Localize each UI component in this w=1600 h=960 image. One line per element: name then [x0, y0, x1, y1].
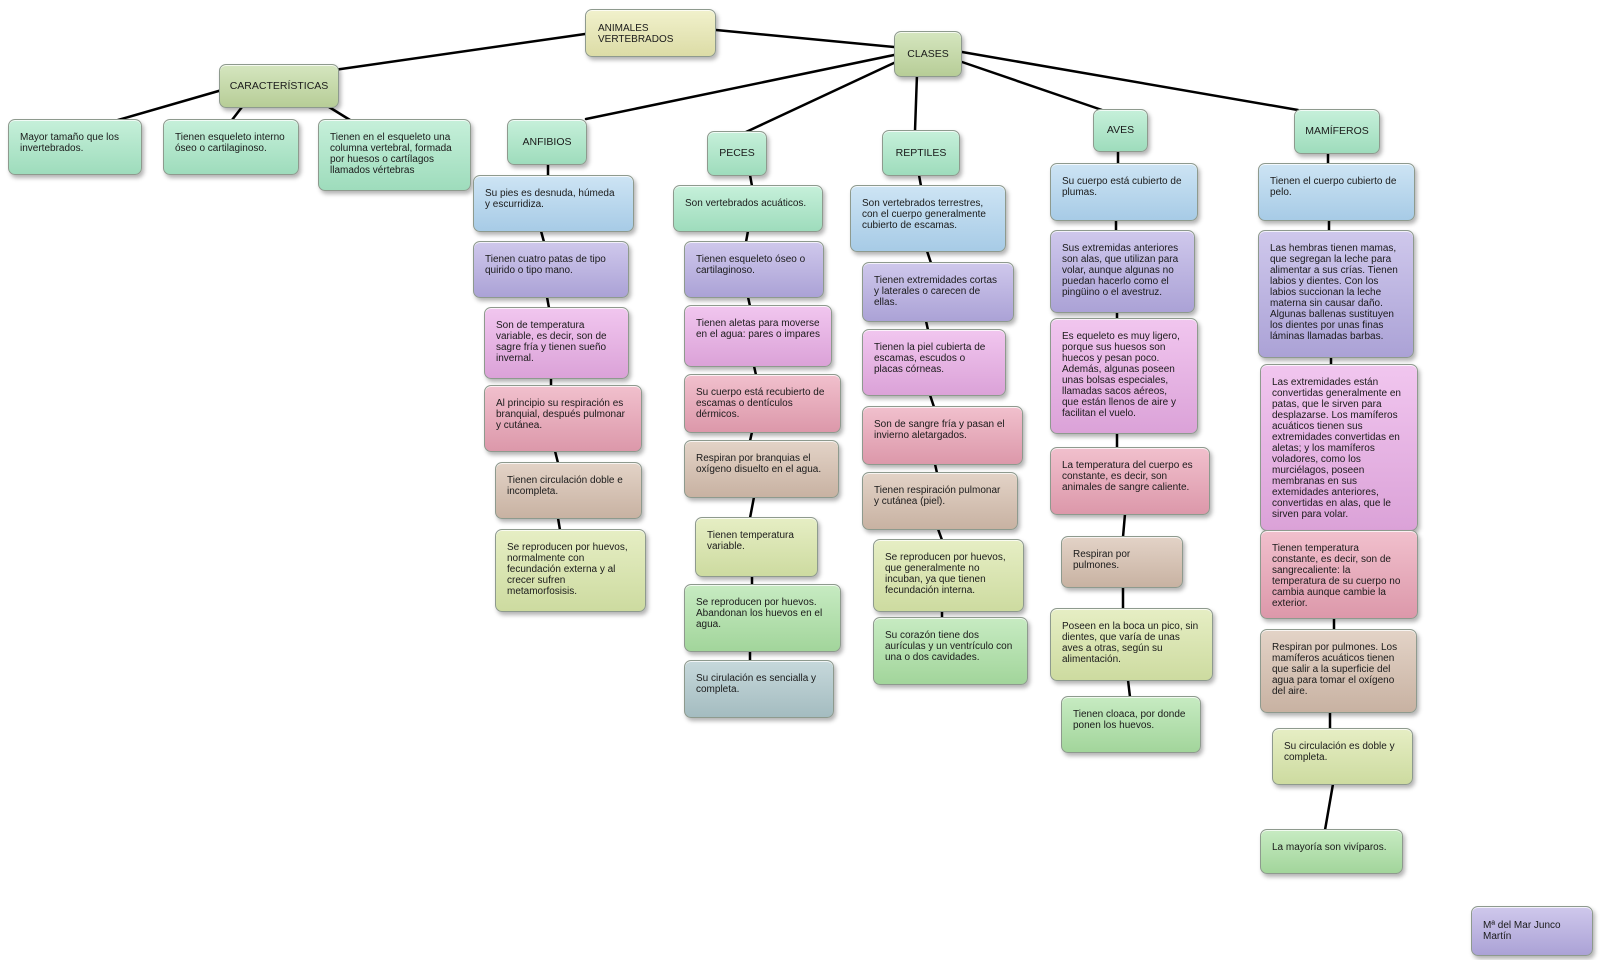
peces-item: Su cuerpo está recubierto de escamas o d…: [684, 374, 841, 433]
mamiferos-item: La mayoría son vivíparos.: [1260, 829, 1403, 874]
reptiles-node: REPTILES: [882, 130, 960, 176]
caracteristica-item: Tienen esqueleto interno óseo o cartilag…: [163, 119, 299, 175]
peces-item: Respiran por branquias el oxígeno disuel…: [684, 440, 839, 498]
clases-node: CLASES: [894, 31, 962, 77]
anfibios-item: Son de temperatura variable, es decir, s…: [484, 307, 629, 379]
author-label: Mª del Mar Junco Martín: [1471, 906, 1593, 956]
mamiferos-node: MAMÍFEROS: [1294, 109, 1380, 154]
peces-node: PECES: [707, 131, 767, 176]
peces-item: Son vertebrados acuáticos.: [673, 185, 823, 232]
root-node: ANIMALES VERTEBRADOS: [585, 9, 716, 57]
aves-item: Poseen en la boca un pico, sin dientes, …: [1050, 608, 1213, 681]
aves-item: Es equeleto es muy ligero, porque sus hu…: [1050, 318, 1198, 434]
caracteristica-item: Tienen en el esqueleto una columna verte…: [318, 119, 471, 191]
anfibios-item: Su pies es desnuda, húmeda y escurridiza…: [473, 175, 634, 232]
anfibios-item: Se reproducen por huevos, normalmente co…: [495, 529, 646, 612]
anfibios-item: Tienen circulación doble e incompleta.: [495, 462, 642, 519]
mamiferos-item: Las hembras tienen mamas, que segregan l…: [1258, 230, 1414, 358]
aves-item: Respiran por pulmones.: [1061, 536, 1183, 588]
reptiles-item: Son vertebrados terrestres, con el cuerp…: [850, 185, 1006, 252]
reptiles-item: Tienen respiración pulmonar y cutánea (p…: [862, 472, 1018, 530]
reptiles-item: Su corazón tiene dos aurículas y un vent…: [873, 617, 1028, 685]
anfibios-item: Al principio su respiración es branquial…: [484, 385, 642, 452]
reptiles-item: Son de sangre fría y pasan el invierno a…: [862, 406, 1023, 465]
reptiles-item: Se reproducen por huevos, que generalmen…: [873, 539, 1024, 612]
aves-item: Tienen cloaca, por donde ponen los huevo…: [1061, 696, 1201, 753]
reptiles-item: Tienen extremidades cortas y laterales o…: [862, 262, 1014, 322]
mamiferos-item: Las extremidades están convertidas gener…: [1260, 364, 1418, 531]
aves-node: AVES: [1093, 109, 1148, 152]
caracteristica-item: Mayor tamaño que los invertebrados.: [8, 119, 142, 175]
anfibios-item: Tienen cuatro patas de tipo quirido o ti…: [473, 241, 629, 298]
peces-item: Tienen aletas para moverse en el agua: p…: [684, 305, 832, 367]
mamiferos-item: Su circulación es doble y completa.: [1272, 728, 1413, 785]
peces-item: Su cirulación es sencialla y completa.: [684, 660, 834, 718]
caracteristicas-node: CARACTERÍSTICAS: [219, 64, 339, 108]
mamiferos-item: Tienen el cuerpo cubierto de pelo.: [1258, 163, 1415, 221]
peces-item: Se reproducen por huevos. Abandonan los …: [684, 584, 841, 652]
peces-item: Tienen esqueleto óseo o cartilaginoso.: [684, 241, 824, 298]
peces-item: Tienen temperatura variable.: [695, 517, 818, 577]
mamiferos-item: Respiran por pulmones. Los mamíferos acu…: [1260, 629, 1417, 713]
aves-item: Su cuerpo está cubierto de plumas.: [1050, 163, 1198, 221]
aves-item: La temperatura del cuerpo es constante, …: [1050, 447, 1210, 515]
reptiles-item: Tienen la piel cubierta de escamas, escu…: [862, 329, 1006, 396]
mamiferos-item: Tienen temperatura constante, es decir, …: [1260, 530, 1418, 619]
anfibios-node: ANFIBIOS: [507, 119, 587, 165]
aves-item: Sus extremidas anteriores son alas, que …: [1050, 230, 1195, 313]
